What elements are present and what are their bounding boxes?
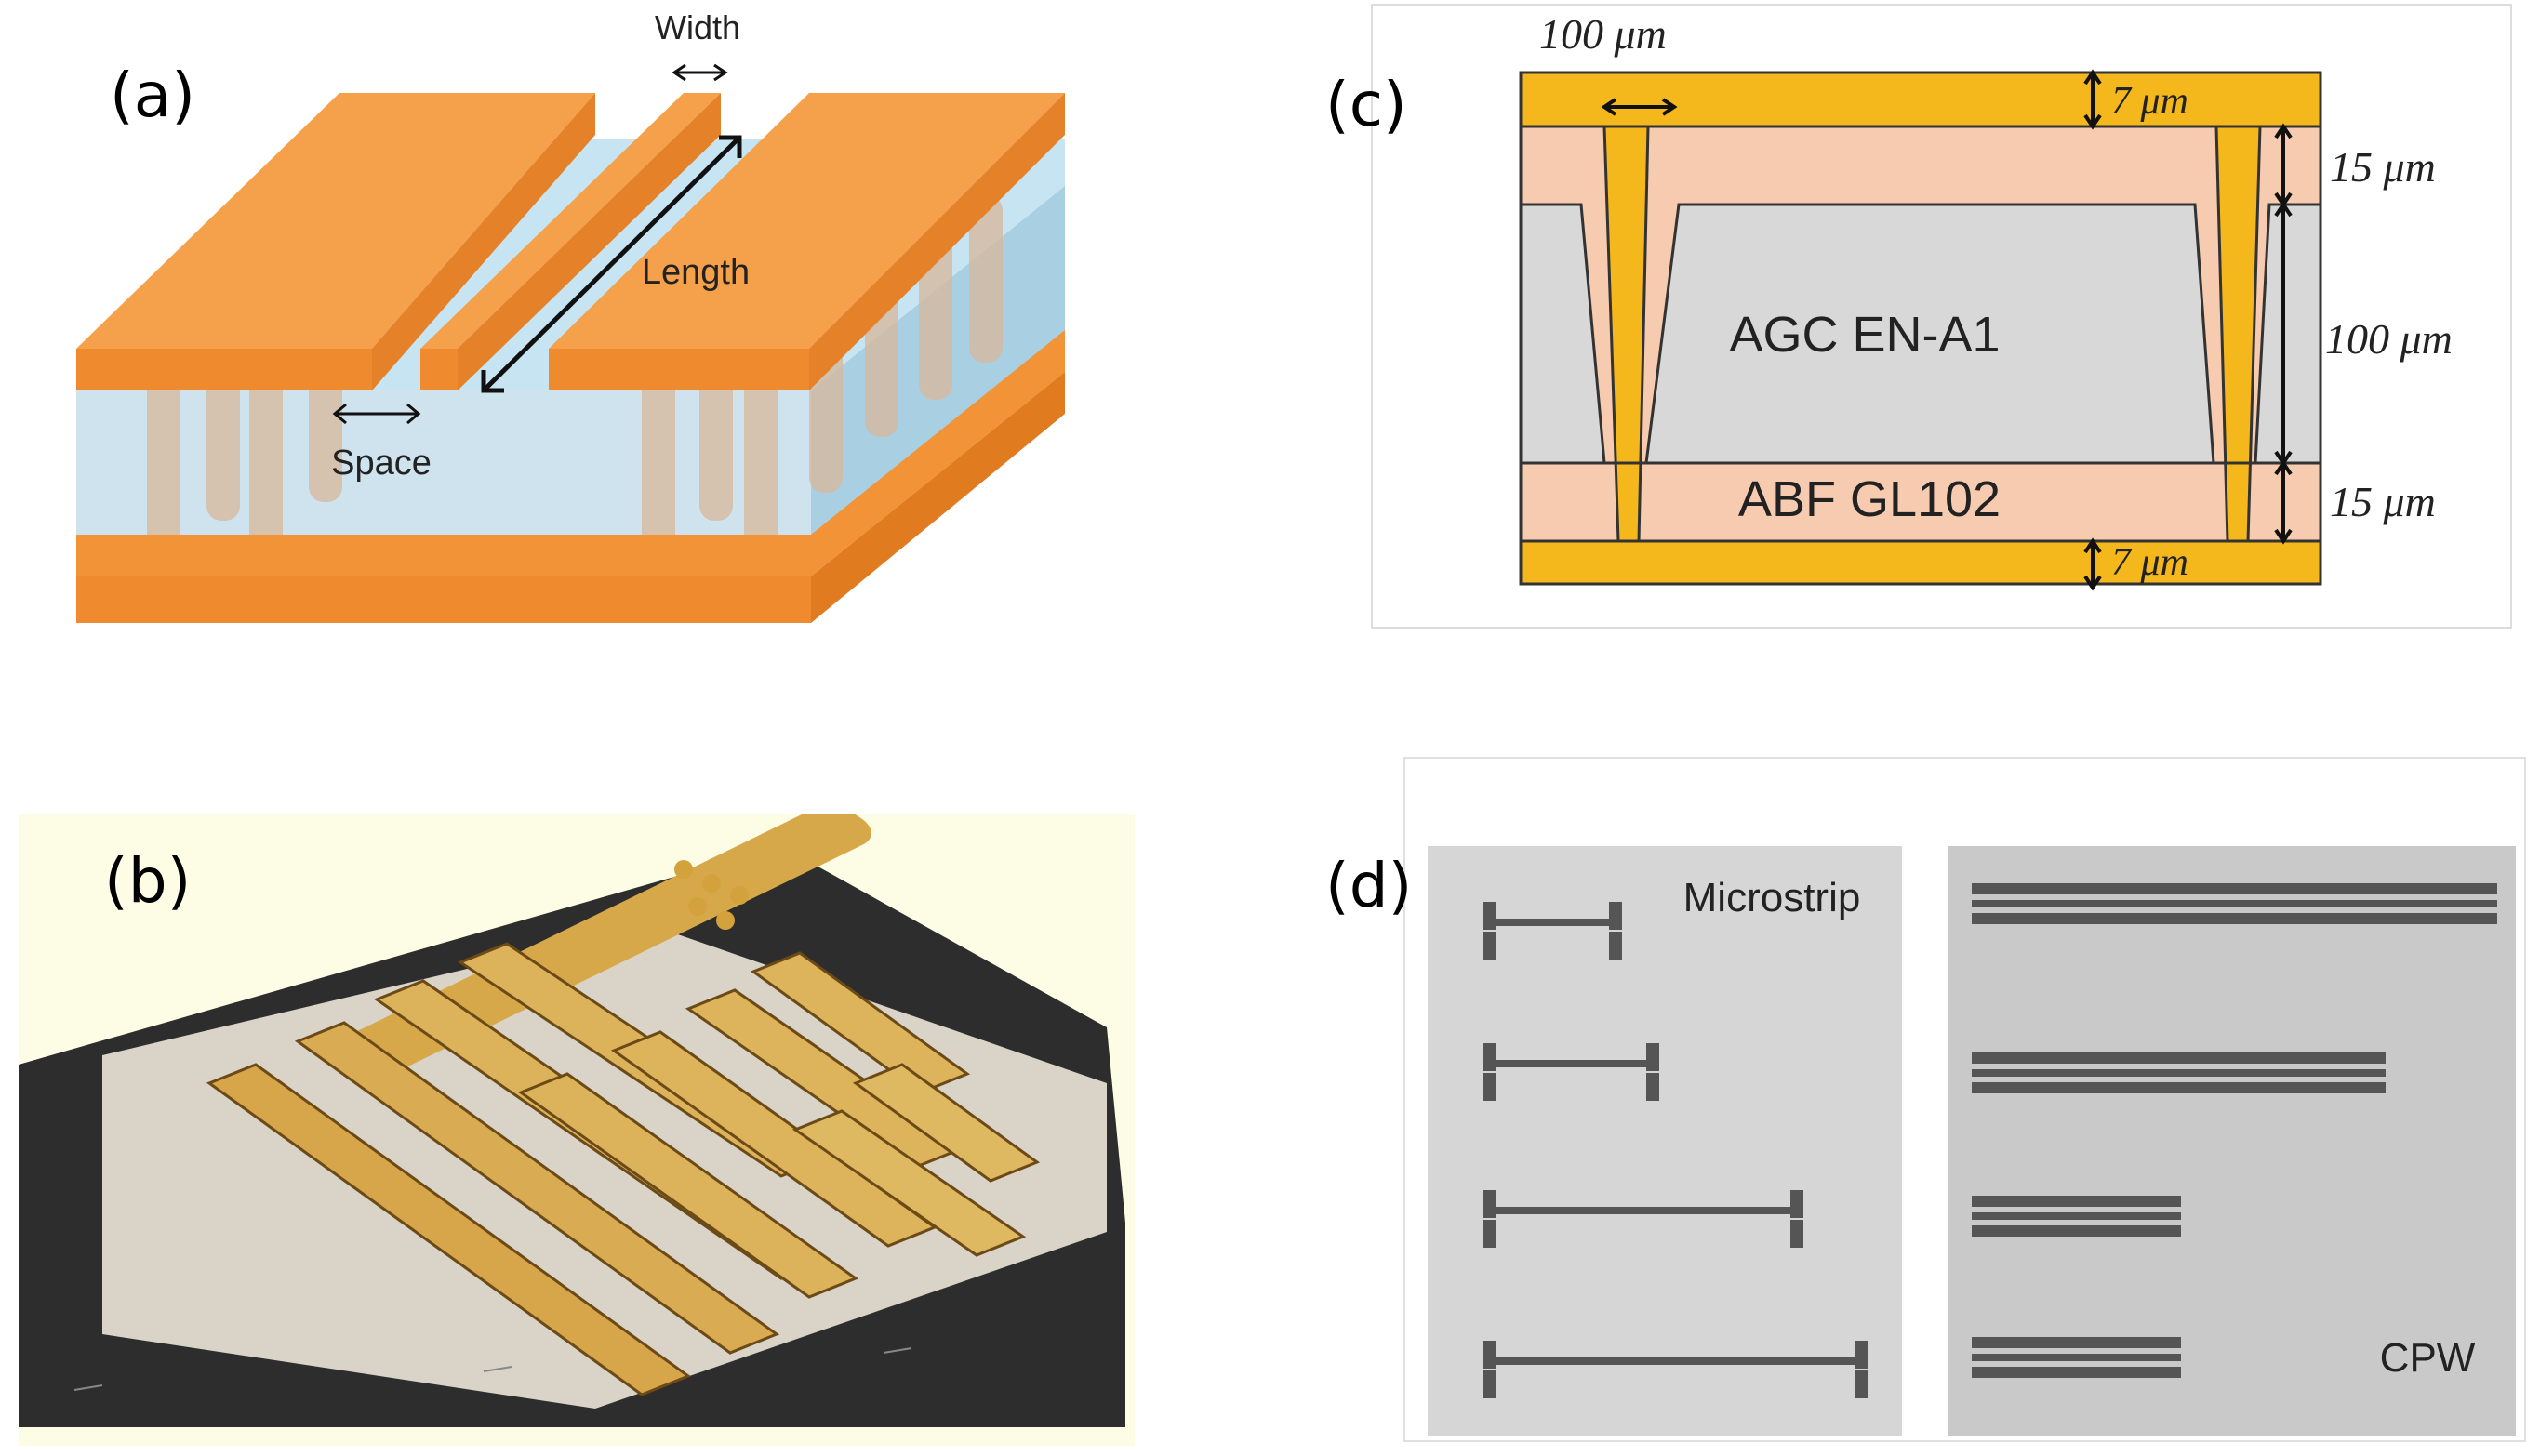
bottom-copper	[76, 330, 1065, 576]
panel-c-diagram: 100 μm 7 μm 7 μm 15 μm 100 μm 15 μm AGC …	[1371, 4, 2512, 629]
length-label: Length	[642, 253, 750, 292]
panel-c: 100 μm 7 μm 7 μm 15 μm 100 μm 15 μm AGC …	[1283, 0, 2520, 642]
top-dielectric-label: 15 μm	[2330, 143, 2436, 191]
cpw-title: CPW	[2380, 1335, 2476, 1381]
space-label: Space	[331, 443, 432, 483]
via-width-label: 100 μm	[1539, 10, 1667, 58]
trace-bars	[206, 814, 1041, 1396]
width-arrow	[672, 63, 728, 82]
bottom-metal	[1519, 539, 2322, 586]
panel-b-photo	[19, 814, 1135, 1446]
panel-d-photo: Microstrip CPW	[1403, 757, 2526, 1442]
microstrip-lines	[1483, 902, 1868, 1398]
panel-a: Width Length Space (a)	[0, 0, 1097, 651]
dimension-arrows	[1601, 69, 2293, 591]
panel-b-label: (b)	[104, 845, 192, 917]
via-left	[1602, 125, 1650, 543]
right-trace-top	[549, 93, 1065, 349]
core-thickness-label: 100 μm	[2325, 315, 2453, 363]
buildup-material-label: ABF GL102	[1738, 471, 2001, 527]
panel-a-diagram: Width Length Space	[37, 8, 1088, 646]
left-trace-top	[76, 93, 595, 349]
axis-ticks	[73, 1347, 912, 1391]
panel-d: Microstrip CPW (d)	[1283, 753, 2530, 1450]
via-right	[2214, 125, 2262, 543]
bottom-dielectric-label: 15 μm	[2330, 478, 2436, 525]
panel-b: (b)	[19, 814, 1135, 1446]
signal-trace-top	[420, 93, 721, 349]
length-arrow	[481, 135, 742, 393]
space-arrow	[332, 403, 421, 425]
bottom-metal-label: 7 μm	[2111, 541, 2188, 584]
cpw-lines	[1972, 883, 2497, 1378]
microstrip-board	[1428, 846, 1902, 1436]
small-pads	[674, 860, 749, 930]
panel-d-label: (d)	[1325, 850, 1413, 921]
top-metal	[1519, 71, 2322, 128]
core-material-label: AGC EN-A1	[1729, 307, 2000, 363]
panel-c-label: (c)	[1325, 69, 1407, 140]
top-metal-label: 7 μm	[2111, 80, 2188, 123]
panel-a-label: (a)	[110, 60, 195, 131]
microstrip-title: Microstrip	[1683, 875, 1861, 920]
width-label: Width	[655, 8, 740, 46]
